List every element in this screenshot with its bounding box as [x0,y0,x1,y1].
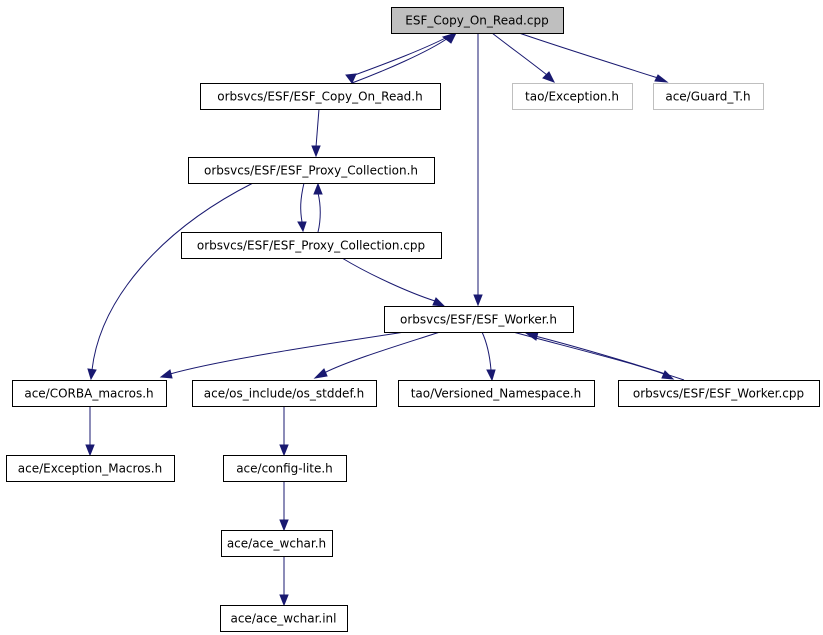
node-config-h[interactable]: ace/config-lite.h [223,455,347,482]
node-label: ace/os_include/os_stddef.h [204,387,364,401]
node-box [220,605,348,632]
node-proxy-h[interactable]: orbsvcs/ESF/ESF_Proxy_Collection.h [188,157,435,184]
edge-root-to-exception_h [491,32,556,83]
node-wchar-h[interactable]: ace/ace_wchar.h [221,530,333,557]
node-box [223,455,347,482]
node-corba-h[interactable]: ace/CORBA_macros.h [12,380,167,407]
node-label: orbsvcs/ESF/ESF_Copy_On_Read.h [217,90,422,104]
edge-copy_h-to-root [351,32,457,84]
edge-config_h-to-wchar_h [279,481,289,532]
node-label: orbsvcs/ESF/ESF_Worker.h [400,313,557,327]
node-box [181,232,442,259]
edge-proxy_cpp-to-worker_h [341,257,446,307]
node-wchar-inl[interactable]: ace/ace_wchar.inl [220,605,348,632]
edge-proxy_h-to-corba_h [87,182,254,381]
edge-worker_h-to-corba_h [159,331,406,379]
node-box [188,157,435,184]
node-box [221,530,333,557]
edge-stddef_h-to-config_h [279,406,289,457]
edge-proxy_cpp-to-proxy_h [313,182,323,233]
node-box [200,83,441,110]
node-root[interactable]: ESF_Copy_On_Read.cpp [391,7,564,34]
node-label: orbsvcs/ESF/ESF_Worker.cpp [633,387,804,401]
node-worker-cpp[interactable]: orbsvcs/ESF/ESF_Worker.cpp [618,380,820,407]
edge-corba_h-to-exmacros_h [85,406,95,457]
nodes-layer: ESF_Copy_On_Read.cpp orbsvcs/ESF/ESF_Copy… [6,7,820,632]
node-label: ESF_Copy_On_Read.cpp [405,14,548,28]
node-box [391,7,564,34]
node-label: ace/ace_wchar.h [227,537,326,551]
node-copy-h[interactable]: orbsvcs/ESF/ESF_Copy_On_Read.h [200,83,441,110]
node-guard-h[interactable]: ace/Guard_T.h [653,83,764,110]
node-label: tao/Exception.h [525,90,619,104]
node-label: tao/Versioned_Namespace.h [411,387,582,401]
edge-root-to-worker_h [473,33,483,307]
edge-worker_h-to-worker_cpp [512,331,675,380]
node-exmacros-h[interactable]: ace/Exception_Macros.h [6,455,175,482]
node-label: orbsvcs/ESF/ESF_Proxy_Collection.h [204,164,418,178]
edge-proxy_h-to-proxy_cpp [297,182,307,233]
node-versioned-h[interactable]: tao/Versioned_Namespace.h [398,380,595,407]
edge-copy_h-to-proxy_h [311,108,321,158]
edge-root-to-guard_h [518,32,669,83]
node-label: ace/CORBA_macros.h [24,387,153,401]
node-exception-h[interactable]: tao/Exception.h [512,83,633,110]
node-label: ace/config-lite.h [236,462,333,476]
node-stddef-h[interactable]: ace/os_include/os_stddef.h [192,380,377,407]
node-proxy-cpp[interactable]: orbsvcs/ESF/ESF_Proxy_Collection.cpp [181,232,442,259]
node-label: ace/Exception_Macros.h [18,462,162,476]
node-box [398,380,595,407]
node-box [6,455,175,482]
node-box [512,83,633,110]
node-label: ace/Guard_T.h [665,90,750,104]
node-box [384,306,574,333]
node-box [192,380,377,407]
node-box [653,83,764,110]
edge-wchar_h-to-wchar_inl [279,556,289,607]
node-label: ace/ace_wchar.inl [230,612,336,626]
edge-root-to-copy_h [345,32,456,84]
edge-worker_h-to-stddef_h [313,331,441,379]
node-label: orbsvcs/ESF/ESF_Proxy_Collection.cpp [197,239,425,253]
edge-worker_h-to-versioned_h [481,331,496,382]
node-worker-h[interactable]: orbsvcs/ESF/ESF_Worker.h [384,306,574,333]
edges-layer [85,32,685,607]
node-box [618,380,820,407]
node-box [12,380,167,407]
